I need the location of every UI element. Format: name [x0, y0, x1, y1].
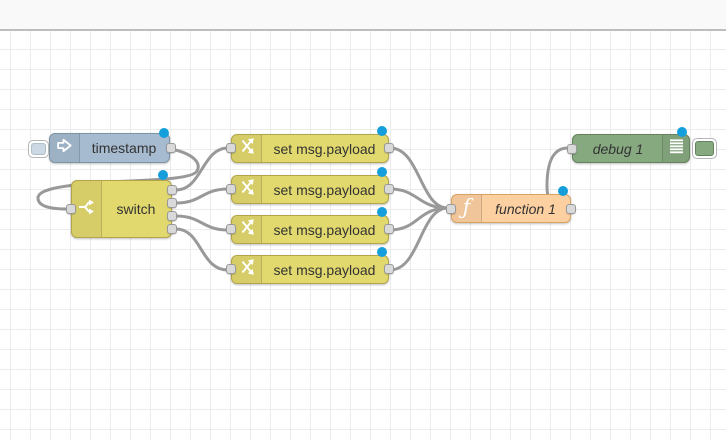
port-inject-output[interactable] — [166, 143, 176, 153]
port-change3-input[interactable] — [226, 224, 236, 234]
node-label-debug-1: debug 1 — [592, 140, 644, 157]
node-label-function-1: function 1 — [495, 200, 556, 217]
wire-switch4-to-change4[interactable] — [174, 227, 230, 272]
port-change2-input[interactable] — [226, 184, 236, 194]
function-icon-region: ƒ — [452, 195, 482, 222]
modified-indicator-change3 — [377, 207, 387, 217]
modified-indicator-function — [558, 186, 568, 196]
debug-icon-region — [662, 135, 689, 162]
change-icon-region — [232, 176, 262, 203]
node-label-switch: switch — [116, 201, 156, 217]
port-debug-input[interactable] — [567, 144, 577, 154]
modified-indicator-debug — [677, 127, 687, 137]
port-function-input[interactable] — [446, 204, 456, 214]
modified-indicator-change4 — [377, 247, 387, 257]
node-change-3[interactable]: set msg.payload — [231, 215, 389, 244]
modified-indicator-switch — [158, 170, 168, 180]
wire-switch3-to-change3[interactable] — [174, 214, 230, 232]
modified-indicator-change1 — [377, 126, 387, 136]
debug-toggle-button-face — [695, 141, 714, 156]
node-switch[interactable]: switch — [71, 180, 172, 238]
node-debug-1[interactable]: debug 1 — [572, 134, 690, 163]
swap-arrows-icon — [239, 219, 255, 240]
port-switch-input[interactable] — [66, 204, 76, 214]
node-change-1[interactable]: set msg.payload — [231, 134, 389, 163]
debug-list-icon — [669, 138, 684, 159]
switch-icon-region — [72, 181, 102, 237]
switch-fork-icon — [78, 198, 96, 221]
inject-trigger-button[interactable] — [28, 140, 49, 158]
port-switch-output-4[interactable] — [167, 224, 177, 234]
port-change1-output[interactable] — [384, 143, 394, 153]
node-inject-timestamp[interactable]: timestamp — [49, 133, 170, 163]
port-switch-output-2[interactable] — [167, 198, 177, 208]
change-icon-region — [232, 135, 262, 162]
node-label-change-2: set msg.payload — [273, 181, 376, 198]
workspace-header — [0, 0, 726, 31]
wire-change1-to-function[interactable] — [388, 146, 450, 210]
port-change4-input[interactable] — [226, 264, 236, 274]
port-change4-output[interactable] — [384, 264, 394, 274]
wire-switch2-to-change2[interactable] — [174, 187, 230, 205]
port-change3-output[interactable] — [384, 224, 394, 234]
node-change-2[interactable]: set msg.payload — [231, 175, 389, 204]
node-label-change-4: set msg.payload — [273, 261, 376, 278]
node-label-timestamp: timestamp — [91, 140, 157, 156]
swap-arrows-icon — [239, 179, 255, 200]
inject-arrow-icon — [56, 137, 73, 159]
port-function-output[interactable] — [566, 204, 576, 214]
swap-arrows-icon — [239, 138, 255, 159]
node-label-change-1: set msg.payload — [273, 140, 376, 157]
modified-indicator-change2 — [377, 167, 387, 177]
node-change-4[interactable]: set msg.payload — [231, 255, 389, 284]
wire-switch1-to-change1[interactable] — [174, 146, 230, 192]
port-switch-output-1[interactable] — [167, 185, 177, 195]
port-switch-output-3[interactable] — [167, 211, 177, 221]
inject-trigger-button-face — [31, 143, 46, 155]
change-icon-region — [232, 216, 262, 243]
debug-toggle-button[interactable] — [692, 138, 717, 159]
port-change2-output[interactable] — [384, 184, 394, 194]
port-change1-input[interactable] — [226, 143, 236, 153]
node-function-1[interactable]: ƒ function 1 — [451, 194, 571, 223]
node-label-change-3: set msg.payload — [273, 221, 376, 238]
inject-icon-region — [50, 134, 80, 162]
wire-change4-to-function[interactable] — [388, 206, 450, 272]
function-f-icon: ƒ — [462, 195, 471, 219]
change-icon-region — [232, 256, 262, 283]
swap-arrows-icon — [239, 259, 255, 280]
modified-indicator-inject — [159, 128, 169, 138]
